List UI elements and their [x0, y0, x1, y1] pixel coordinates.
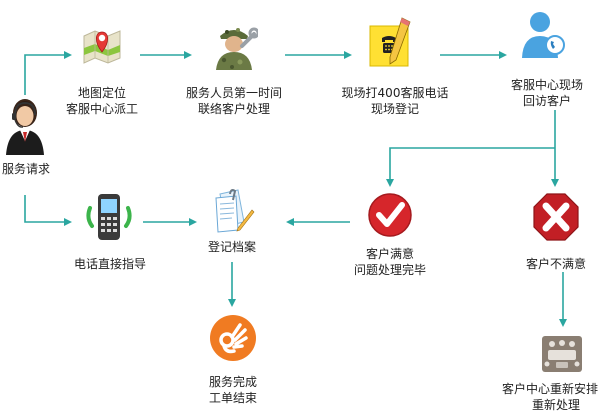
node-label: 服务人员第一时间 联络客户处理	[172, 85, 296, 117]
label-line: 客服中心派工	[65, 102, 138, 116]
label-line: 客服中心现场	[510, 78, 583, 92]
node-label: 现场打400客服电话 现场登记	[334, 85, 456, 117]
arrow-request-to-map	[24, 51, 72, 95]
label-line: 客户满意	[365, 247, 414, 261]
label-line: 现场打400客服电话	[341, 86, 449, 100]
connectors	[24, 51, 567, 327]
arrow-request-to-phone	[24, 195, 72, 226]
mobile-phone-icon	[86, 194, 132, 240]
label-line: 电话直接指导	[73, 257, 146, 271]
label-line: 服务完成	[208, 375, 257, 389]
label-line: 服务请求	[2, 162, 51, 176]
node-label: 服务请求	[2, 161, 50, 177]
meeting-table-icon	[542, 336, 582, 372]
node-label: 电话直接指导	[60, 256, 160, 272]
technician-wrench-icon	[216, 27, 258, 70]
headset-user-icon	[522, 12, 565, 58]
node-label: 客户满意 问题处理完毕	[340, 246, 440, 278]
node-label: 客户中心重新安排 重新处理	[498, 381, 598, 413]
node-label: 登记档案	[184, 239, 280, 255]
node-label: 客户不满意	[514, 256, 598, 272]
archive-document-icon	[215, 189, 255, 233]
label-line: 客户中心重新安排	[501, 382, 598, 396]
label-line: 联络客户处理	[197, 102, 270, 116]
node-label: 地图定位 客服中心派工	[50, 85, 154, 117]
node-label: 客服中心现场 回访客户	[498, 77, 596, 109]
customer-service-agent-icon	[6, 99, 44, 155]
label-line: 客户不满意	[525, 257, 586, 271]
label-line: 工单结束	[208, 391, 257, 405]
label-line: 问题处理完毕	[353, 263, 426, 277]
label-line: 地图定位	[77, 86, 126, 100]
label-line: 回访客户	[522, 94, 571, 108]
phone-sticky-note-icon	[369, 17, 411, 67]
label-line: 重新处理	[531, 398, 580, 412]
label-line: 登记档案	[207, 240, 256, 254]
ok-hand-icon	[210, 315, 256, 361]
label-line: 现场登记	[370, 102, 419, 116]
arrow-split-to-satisfied	[386, 147, 555, 187]
map-pin-icon	[83, 30, 121, 64]
node-label: 服务完成 工单结束	[183, 374, 283, 406]
check-mark-icon	[368, 193, 412, 237]
label-line: 服务人员第一时间	[185, 86, 282, 100]
cross-mark-icon	[533, 193, 579, 241]
